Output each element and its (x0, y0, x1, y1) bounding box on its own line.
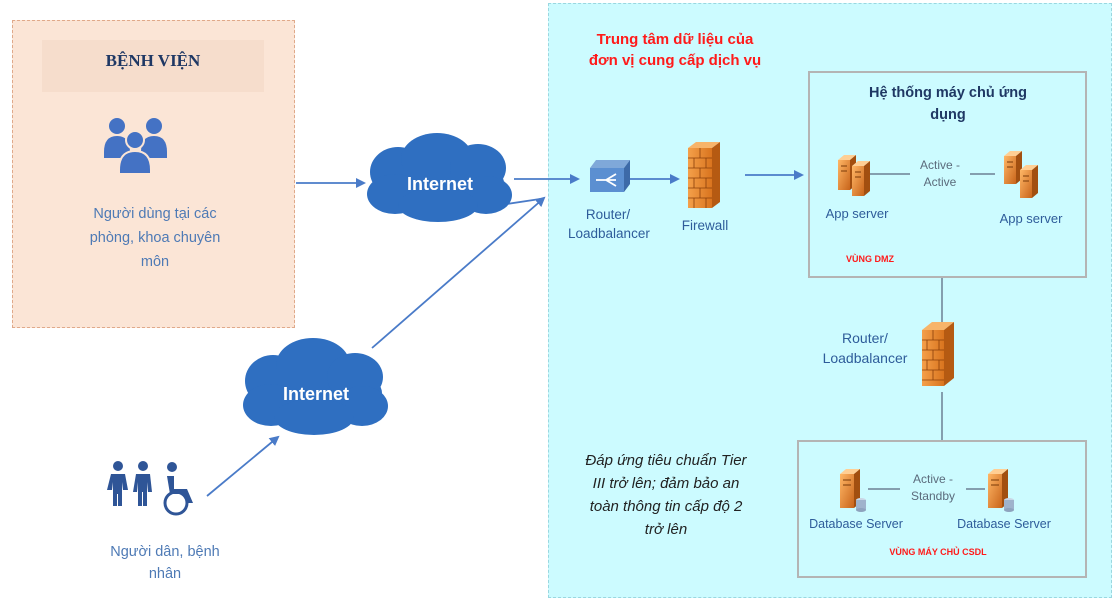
arrow-bottom-internet-to-datacenter (371, 196, 546, 349)
internet-top-label: Internet (407, 174, 473, 194)
citizens-label: Người dân, bệnh nhân (70, 541, 260, 585)
internet-cloud-top (367, 133, 512, 222)
inner-router-label-line2: Loadbalancer (822, 350, 908, 366)
app-system-box (808, 71, 1087, 278)
datacenter-title: Trung tâm dữ liệu của đơn vị cung cấp dị… (560, 29, 790, 71)
hospital-title: BỆNH VIỆN (105, 51, 201, 70)
app-mode-line2: Active (923, 175, 957, 189)
internet-bottom-label: Internet (283, 384, 349, 404)
app-system-title-line1: Hệ thống máy chủ ứng (869, 85, 1027, 101)
hospital-title-box (42, 40, 264, 92)
router-label-line2: Loadbalancer (568, 226, 650, 241)
hospital-users-label-line3: môn (140, 254, 170, 270)
database-server-right-icon (988, 469, 1014, 512)
datacenter-title-line2: đơn vị cung cấp dịch vụ (588, 52, 762, 69)
app-system-title: Hệ thống máy chủ ứng dụng (830, 82, 1066, 126)
compliance-line3: toàn thông tin cấp độ 2 (589, 498, 743, 515)
db-mode-label: Active - Standby (900, 471, 966, 505)
citizens-label-line2: nhân (148, 566, 182, 582)
compliance-line1: Đáp ứng tiêu chuẩn Tier (585, 452, 747, 469)
db-server-left-label: Database Server (809, 517, 903, 531)
app-system-title-line2: dụng (930, 107, 966, 123)
hospital-users-label-line2: phòng, khoa chuyên (89, 230, 221, 246)
app-server-right-label: App server (999, 211, 1063, 226)
inner-router-firewall-icon (922, 322, 954, 386)
router-label: Router/ Loadbalancer (568, 205, 650, 243)
datacenter-zone (548, 3, 1112, 598)
internet-cloud-bottom (243, 338, 388, 435)
db-system-box (797, 440, 1087, 578)
users-group-icon (104, 118, 167, 175)
compliance-line2: III trở lên; đảm bảo an (592, 475, 740, 492)
inner-router-label: Router/ Loadbalancer (820, 328, 910, 368)
app-server-left-icon (838, 155, 870, 196)
db-zone-label: VÙNG MÁY CHỦ CSDL (889, 547, 987, 557)
app-server-left-label: App server (825, 206, 889, 221)
db-mode-line2: Standby (910, 489, 956, 503)
firewall-label: Firewall (681, 218, 729, 233)
firewall-icon (688, 142, 720, 208)
app-mode-line1: Active - (919, 158, 960, 172)
database-server-left-icon (840, 469, 866, 512)
db-server-right-label: Database Server (957, 517, 1051, 531)
compliance-line4: trở lên (644, 521, 688, 538)
inner-router-label-line1: Router/ (842, 330, 888, 346)
citizens-label-line1: Người dân, bệnh (110, 544, 220, 560)
db-mode-line1: Active - (912, 472, 953, 486)
citizens-people-icon (107, 461, 193, 516)
arrow-citizens-to-internet (206, 435, 280, 497)
compliance-note: Đáp ứng tiêu chuẩn Tier III trở lên; đảm… (563, 449, 769, 541)
dmz-zone-label: VÙNG DMZ (846, 254, 894, 264)
hospital-users-label: Người dùng tại các phòng, khoa chuyên mô… (60, 202, 250, 274)
router-label-line1: Router/ (585, 207, 631, 222)
hospital-users-label-line1: Người dùng tại các (93, 206, 217, 222)
app-server-right-icon (1004, 151, 1038, 198)
app-mode-label: Active - Active (910, 157, 970, 191)
datacenter-title-line1: Trung tâm dữ liệu của (596, 31, 754, 48)
router-loadbalancer-icon (590, 160, 630, 192)
